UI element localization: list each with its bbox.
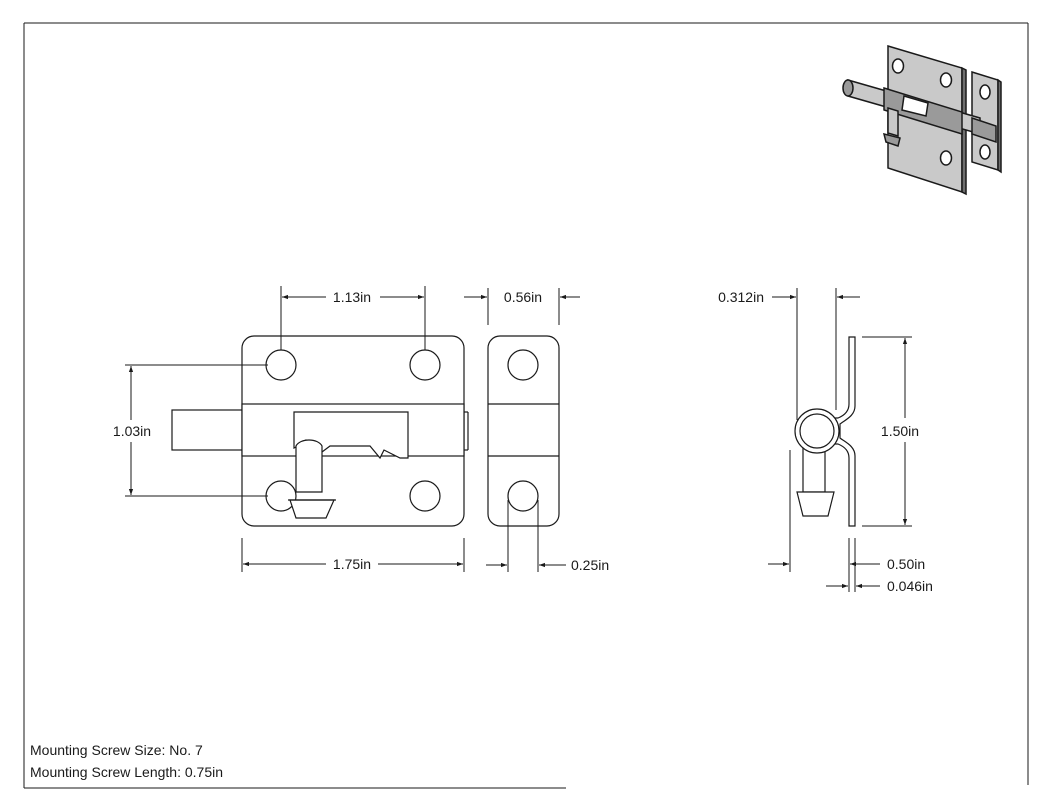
bolt-knob [289,499,335,519]
dim-label-height: 1.50in [881,423,919,439]
mounting-hole [265,480,297,512]
dim-label-overall-width: 1.75in [333,556,371,572]
keeper-view [487,335,560,527]
side-view-dimensions [768,288,912,592]
screw-size-note: Mounting Screw Size: No. 7 [30,739,223,761]
screw-length-note: Mounting Screw Length: 0.75in [30,761,223,783]
dim-label-thickness: 0.046in [887,578,933,594]
screw-size-label: Mounting Screw Size: [30,742,166,758]
mounting-hole [409,349,441,381]
front-view [171,335,469,527]
bolt-rod [171,409,245,451]
mounting-hole [265,349,297,381]
barrel-bolt-isometric-icon [842,44,1002,196]
dim-label-hole-spacing-vertical: 1.03in [113,423,151,439]
keeper-view-dimension-labels: 0.56in 0.25in [504,289,609,573]
side-view-dimension-labels: 0.312in 1.50in 0.50in 0.046in [718,289,933,594]
dim-label-barrel-offset: 0.312in [718,289,764,305]
dim-label-depth: 0.50in [887,556,925,572]
keeper-view-dimensions [464,288,580,572]
mounting-hole [409,480,441,512]
keeper-hole [507,480,539,512]
side-plate-profile [833,336,856,527]
side-knob [796,491,835,517]
keeper-plate [487,335,560,527]
side-view [794,336,856,527]
dim-label-keeper-hole-offset: 0.25in [571,557,609,573]
side-barrel-inner [799,413,835,449]
keeper-hole [507,349,539,381]
bolt-knob-shaft [295,439,323,493]
screw-length-label: Mounting Screw Length: [30,764,181,780]
front-view-dimensions [125,286,465,572]
sheet-frame [23,22,1029,789]
front-view-dimension-labels: 1.13in 1.03in 1.75in [113,289,371,572]
dim-label-keeper-width: 0.56in [504,289,542,305]
screw-size-value: No. 7 [169,742,203,758]
screw-length-value: 0.75in [184,764,224,780]
dim-label-hole-spacing-horizontal: 1.13in [333,289,371,305]
mounting-notes: Mounting Screw Size: No. 7 Mounting Scre… [30,739,223,783]
